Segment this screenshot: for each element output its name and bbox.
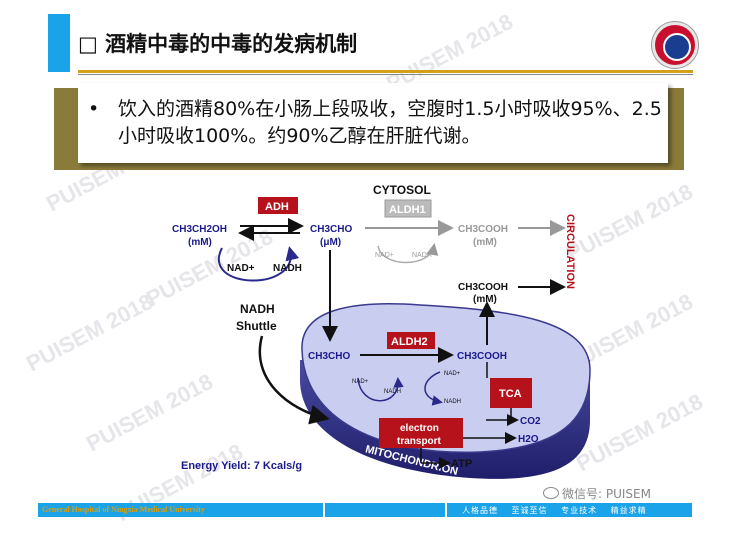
nadh-shuttle-label-1: NADH	[240, 302, 275, 316]
mito-acetate-label: CH3COOH	[457, 351, 507, 362]
text-box	[78, 83, 668, 163]
footer-hospital-name: General Hospital of Ningxia Medical Univ…	[42, 505, 205, 514]
bullet-marker: •	[88, 98, 100, 120]
ethanol-concentration: (mM)	[188, 237, 212, 248]
aldh1-enzyme-box	[384, 199, 432, 218]
title-accent-bar	[48, 14, 70, 72]
nad-cycle-adh	[218, 246, 300, 282]
nadh-mito-right: NADH	[444, 399, 461, 405]
title-text: 酒精中毒的中毒的发病机制	[105, 32, 358, 56]
acetate-exported-concentration: (mM)	[473, 294, 497, 305]
circulation-label: CIRCULATION	[564, 214, 576, 289]
nadh-gray: NADH	[412, 252, 432, 259]
ethanol-label: CH3CH2OH	[172, 224, 227, 235]
wechat-account: 微信号: PUISEM	[543, 485, 651, 502]
footer-motto: 人格品德 至诚至信 专业技术 精益求精	[462, 506, 647, 515]
mito-acetaldehyde-label: CH3CHO	[308, 351, 350, 362]
nad-cycle-gray	[377, 243, 439, 264]
acetate-cytosol-concentration: (mM)	[473, 237, 497, 248]
hospital-logo	[652, 22, 698, 68]
tca-label: TCA	[499, 388, 522, 400]
aldh2-enzyme-box	[387, 332, 435, 349]
footer-bar-left	[38, 503, 323, 517]
h2o-label: H2O	[518, 434, 539, 445]
aldh2-label: ALDH2	[391, 336, 428, 348]
wechat-text: 微信号: PUISEM	[562, 487, 651, 501]
nad-plus-mito-left: NAD+	[352, 379, 369, 385]
energy-yield-label: Energy Yield: 7 Kcals/g	[181, 460, 302, 472]
nadh-shuttle-arrow	[258, 335, 330, 425]
acetate-cytosol-label: CH3COOH	[458, 224, 508, 235]
cytosol-label: CYTOSOL	[373, 183, 431, 197]
electron-transport-label-1: electron	[400, 423, 439, 434]
aldh1-label: ALDH1	[389, 204, 426, 216]
co2-label: CO2	[520, 416, 541, 427]
nad-plus-gray: NAD+	[375, 252, 394, 259]
title-underline-thin	[78, 74, 693, 75]
nad-cycle-mito-right	[424, 371, 443, 406]
nadh-shuttle-label-2: Shuttle	[236, 319, 277, 333]
acetaldehyde-concentration: (μM)	[320, 237, 341, 248]
acetate-exported-label: CH3COOH	[458, 282, 508, 293]
nadh-adh: NADH	[273, 263, 302, 274]
nad-plus-adh: NAD+	[227, 263, 255, 274]
bullet-paragraph: • 饮入的酒精80%在小肠上段吸收，空腹时1.5小时吸收95%、2.5小时吸收1…	[88, 96, 663, 150]
footer-bar-right	[447, 503, 692, 517]
electron-transport-label-2: transport	[397, 436, 442, 447]
nad-cycle-mito-left	[357, 377, 404, 402]
adh-label: ADH	[265, 201, 289, 213]
tca-box	[490, 378, 532, 408]
page-title: □ 酒精中毒的中毒的发病机制	[78, 28, 357, 58]
title-checkbox: □	[78, 32, 98, 56]
nad-plus-mito-right: NAD+	[444, 371, 461, 377]
electron-transport-box	[379, 418, 463, 448]
atp-label: ATP	[451, 458, 472, 470]
adh-enzyme-box	[258, 197, 298, 214]
wechat-icon	[543, 487, 559, 499]
acetaldehyde-label: CH3CHO	[310, 224, 352, 235]
nadh-mito-left: NADH	[384, 389, 401, 395]
footer-bar-middle	[325, 503, 445, 517]
title-underline	[78, 70, 693, 73]
bullet-text: 饮入的酒精80%在小肠上段吸收，空腹时1.5小时吸收95%、2.5小时吸收100…	[118, 98, 662, 147]
